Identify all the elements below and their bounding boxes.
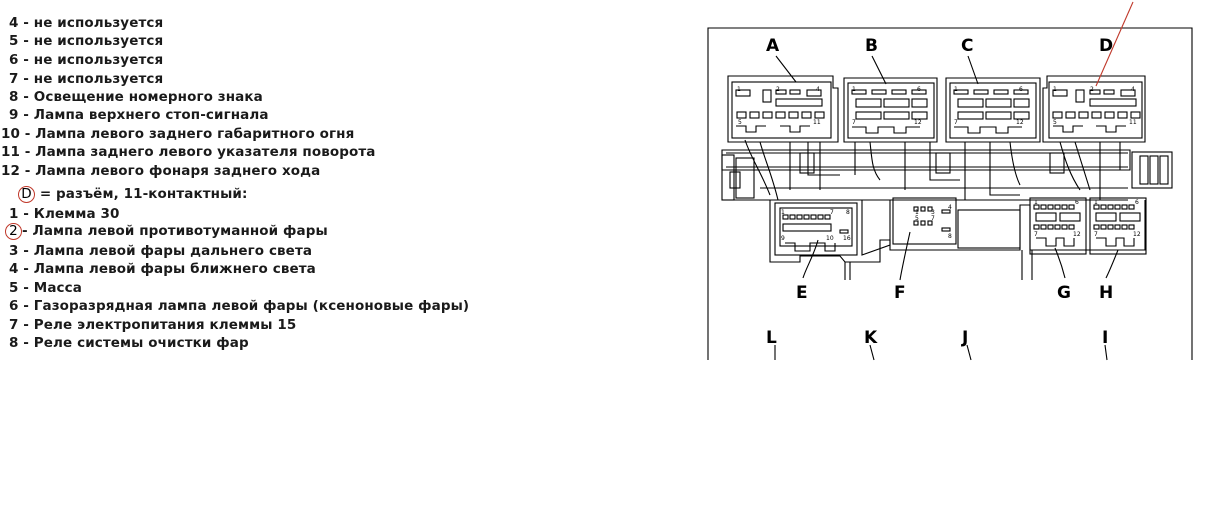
pin-number-circled: 2: [5, 223, 22, 240]
pin-label: 7: [954, 119, 958, 126]
legend-d-line-8: 8 - Реле системы очистки фар: [9, 335, 249, 351]
leader-lines: [774, 55, 1119, 361]
connector-a: [727, 75, 839, 143]
legend-line-5: 5 - не используется: [9, 33, 164, 49]
pin-number: 1: [9, 206, 19, 222]
pin-label: 5: [915, 215, 919, 222]
pin-label: 1: [781, 209, 785, 216]
pin-description: - Лампа левой фары ближнего света: [18, 261, 316, 277]
pin-label: 7: [830, 209, 834, 216]
label-b: B: [865, 36, 878, 56]
connector-letter-circled: D: [18, 186, 35, 203]
pin-label: 2: [1090, 86, 1094, 93]
pin-number: 8: [9, 335, 19, 351]
label-k: K: [864, 328, 878, 348]
legend-line-4: 4 - не используется: [9, 15, 164, 31]
label-d: D: [1099, 36, 1113, 56]
pin-label: 1: [852, 86, 856, 93]
legend-d-line-1: 1 - Клемма 30: [9, 206, 119, 222]
connector-b: [843, 77, 938, 143]
connector-g: [1029, 197, 1087, 255]
label-j: J: [961, 328, 968, 348]
pin-label: 6: [917, 86, 921, 93]
legend-line-9: 9 - Лампа верхнего стоп-сигнала: [9, 107, 269, 123]
pin-label: 4: [1131, 86, 1135, 93]
connector-c: [945, 77, 1041, 143]
pin-label: 12: [1073, 231, 1081, 238]
pin-label: 7: [931, 215, 935, 222]
pin-description: - Клемма 30: [18, 206, 120, 222]
legend-d-line-5: 5 - Масса: [9, 280, 82, 296]
legend-d-line-4: 4 - Лампа левой фары ближнего света: [9, 261, 316, 277]
pin-label: 12: [1133, 231, 1141, 238]
label-f: F: [894, 283, 906, 303]
legend-line-10: 10 - Лампа левого заднего габаритного ог…: [1, 126, 355, 142]
pin-label: 2: [776, 86, 780, 93]
pin-label: 1: [737, 86, 741, 93]
frame-outline: [707, 27, 1193, 360]
label-c: C: [961, 36, 973, 56]
pin-label: 5: [1053, 119, 1057, 126]
legend-line-12: 12 - Лампа левого фонаря заднего хода: [1, 163, 321, 179]
pin-label: 16: [843, 235, 851, 242]
label-a: A: [766, 36, 780, 56]
pin-label: 4: [948, 204, 952, 211]
legend-d-line-7: 7 - Реле электропитания клеммы 15: [9, 317, 296, 333]
pin-description: - Реле системы очистки фар: [18, 335, 249, 351]
connector-d: [1042, 75, 1146, 143]
legend-line-11: 11 - Лампа заднего левого указателя пово…: [1, 144, 376, 160]
pin-label: 6: [1135, 199, 1139, 206]
pin-description: - Лампа левой противотуманной фары: [22, 223, 328, 239]
label-e: E: [796, 283, 808, 303]
pin-label: 1: [1094, 199, 1098, 206]
pin-label: 5: [738, 119, 742, 126]
connector-f: [861, 197, 1021, 256]
pin-numbers: 1 2 4 5 11 1 6 7 12 1 6 7 12 1 2 4 5 11 …: [737, 86, 1141, 242]
pin-label: 6: [1075, 199, 1079, 206]
pin-label: 7: [852, 119, 856, 126]
pin-label: 11: [813, 119, 821, 126]
pin-label: 1: [954, 86, 958, 93]
pin-number: 5: [9, 280, 19, 296]
pin-label: 8: [846, 209, 850, 216]
legend-d-line-3: 3 - Лампа левой фары дальнего света: [9, 243, 312, 259]
pin-label: 12: [1016, 119, 1024, 126]
connector-h: [1089, 197, 1147, 255]
pin-description: - Масса: [18, 280, 82, 296]
label-g: G: [1057, 283, 1071, 303]
legend-line-7: 7 - не используется: [9, 71, 164, 87]
pin-label: 6: [1019, 86, 1023, 93]
pin-label: 1: [915, 209, 919, 216]
pin-label: 10: [826, 235, 834, 242]
pin-number: 4: [9, 261, 19, 277]
legend-d-line-6: 6 - Газоразрядная лампа левой фары (ксен…: [9, 298, 469, 314]
pin-number: 3: [9, 243, 19, 259]
label-i: I: [1102, 328, 1108, 348]
pin-description: - Реле электропитания клеммы 15: [18, 317, 297, 333]
pin-number: 6: [9, 298, 19, 314]
pin-description: - Газоразрядная лампа левой фары (ксенон…: [18, 298, 470, 314]
pin-label: 7: [1034, 231, 1038, 238]
pin-label: 1: [1034, 199, 1038, 206]
busbar-rail: [721, 139, 1173, 201]
legend-d-line-2: 2- Лампа левой противотуманной фары: [5, 223, 328, 240]
pin-label: 4: [816, 86, 820, 93]
label-h: H: [1099, 283, 1113, 303]
legend-line-8: 8 - Освещение номерного знака: [9, 89, 263, 105]
pin-number: 7: [9, 317, 19, 333]
connector-header-text: = разъём, 11-контактный:: [39, 186, 248, 202]
pin-label: 1: [1053, 86, 1057, 93]
pin-label: 8: [948, 233, 952, 240]
connector-d-header: D = разъём, 11-контактный:: [18, 186, 247, 203]
label-l: L: [766, 328, 777, 348]
pin-label: 11: [1129, 119, 1137, 126]
pin-label: 7: [1094, 231, 1098, 238]
pin-label: 9: [781, 235, 785, 242]
pin-label: 3: [931, 209, 935, 216]
pin-label: 12: [914, 119, 922, 126]
pin-description: - Лампа левой фары дальнего света: [18, 243, 313, 259]
legend-line-6: 6 - не используется: [9, 52, 164, 68]
highlight-pointer: [1095, 1, 1134, 87]
